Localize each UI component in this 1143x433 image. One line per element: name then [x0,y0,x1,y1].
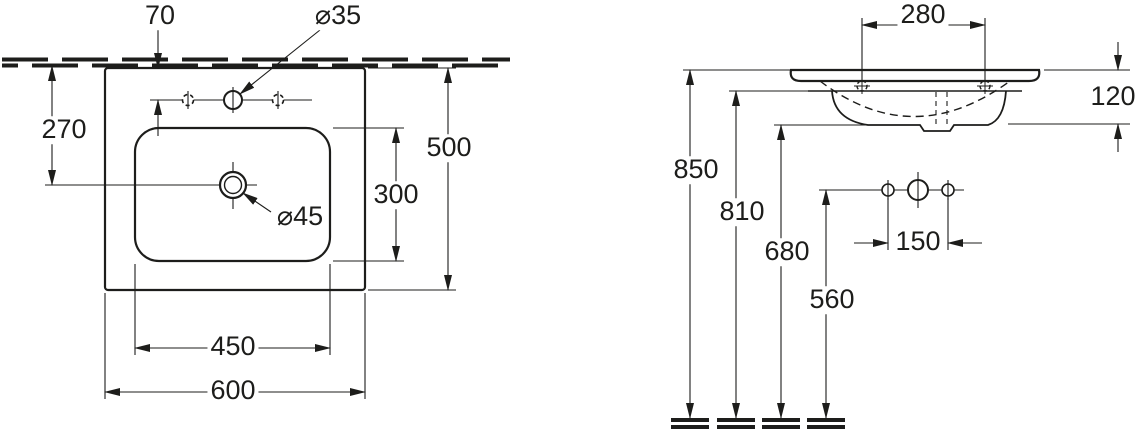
drain-hole [45,162,257,209]
deck-hole-right [977,78,993,94]
dim-120-lines [1008,42,1130,152]
wall-tap-holes [872,172,964,208]
tap-holes [150,87,312,113]
bowl-hidden-curve [819,80,1011,118]
ground-symbols [671,418,845,429]
dim-label-500: 500 [423,134,475,162]
dim-label-d45: ⌀45 [273,203,327,231]
dim-680-lines [774,124,866,419]
dim-810-lines [729,90,810,419]
bowl-shell [831,90,1007,132]
dim-d35-leader [239,29,321,95]
dim-label-850: 850 [670,156,722,184]
front-view [671,18,1130,429]
dim-label-120: 120 [1087,83,1139,111]
deck-hole-left [854,78,870,94]
dim-label-560: 560 [806,286,858,314]
dim-label-280: 280 [897,1,949,29]
dim-500-lines [368,67,456,291]
dim-label-680: 680 [761,238,813,266]
dim-label-300: 300 [370,181,422,209]
dim-d45-leader [242,192,272,213]
dim-label-810: 810 [716,198,768,226]
dim-label-450: 450 [207,333,259,361]
dim-label-70: 70 [141,2,179,30]
rim-profile [789,68,1041,83]
dim-label-d35: ⌀35 [311,2,365,30]
dim-150-lines [854,198,982,250]
wall-hatch [2,57,510,68]
dim-label-270: 270 [38,116,90,144]
dim-label-150: 150 [892,228,944,256]
dim-850-lines [683,69,790,419]
dim-label-600: 600 [207,377,259,405]
